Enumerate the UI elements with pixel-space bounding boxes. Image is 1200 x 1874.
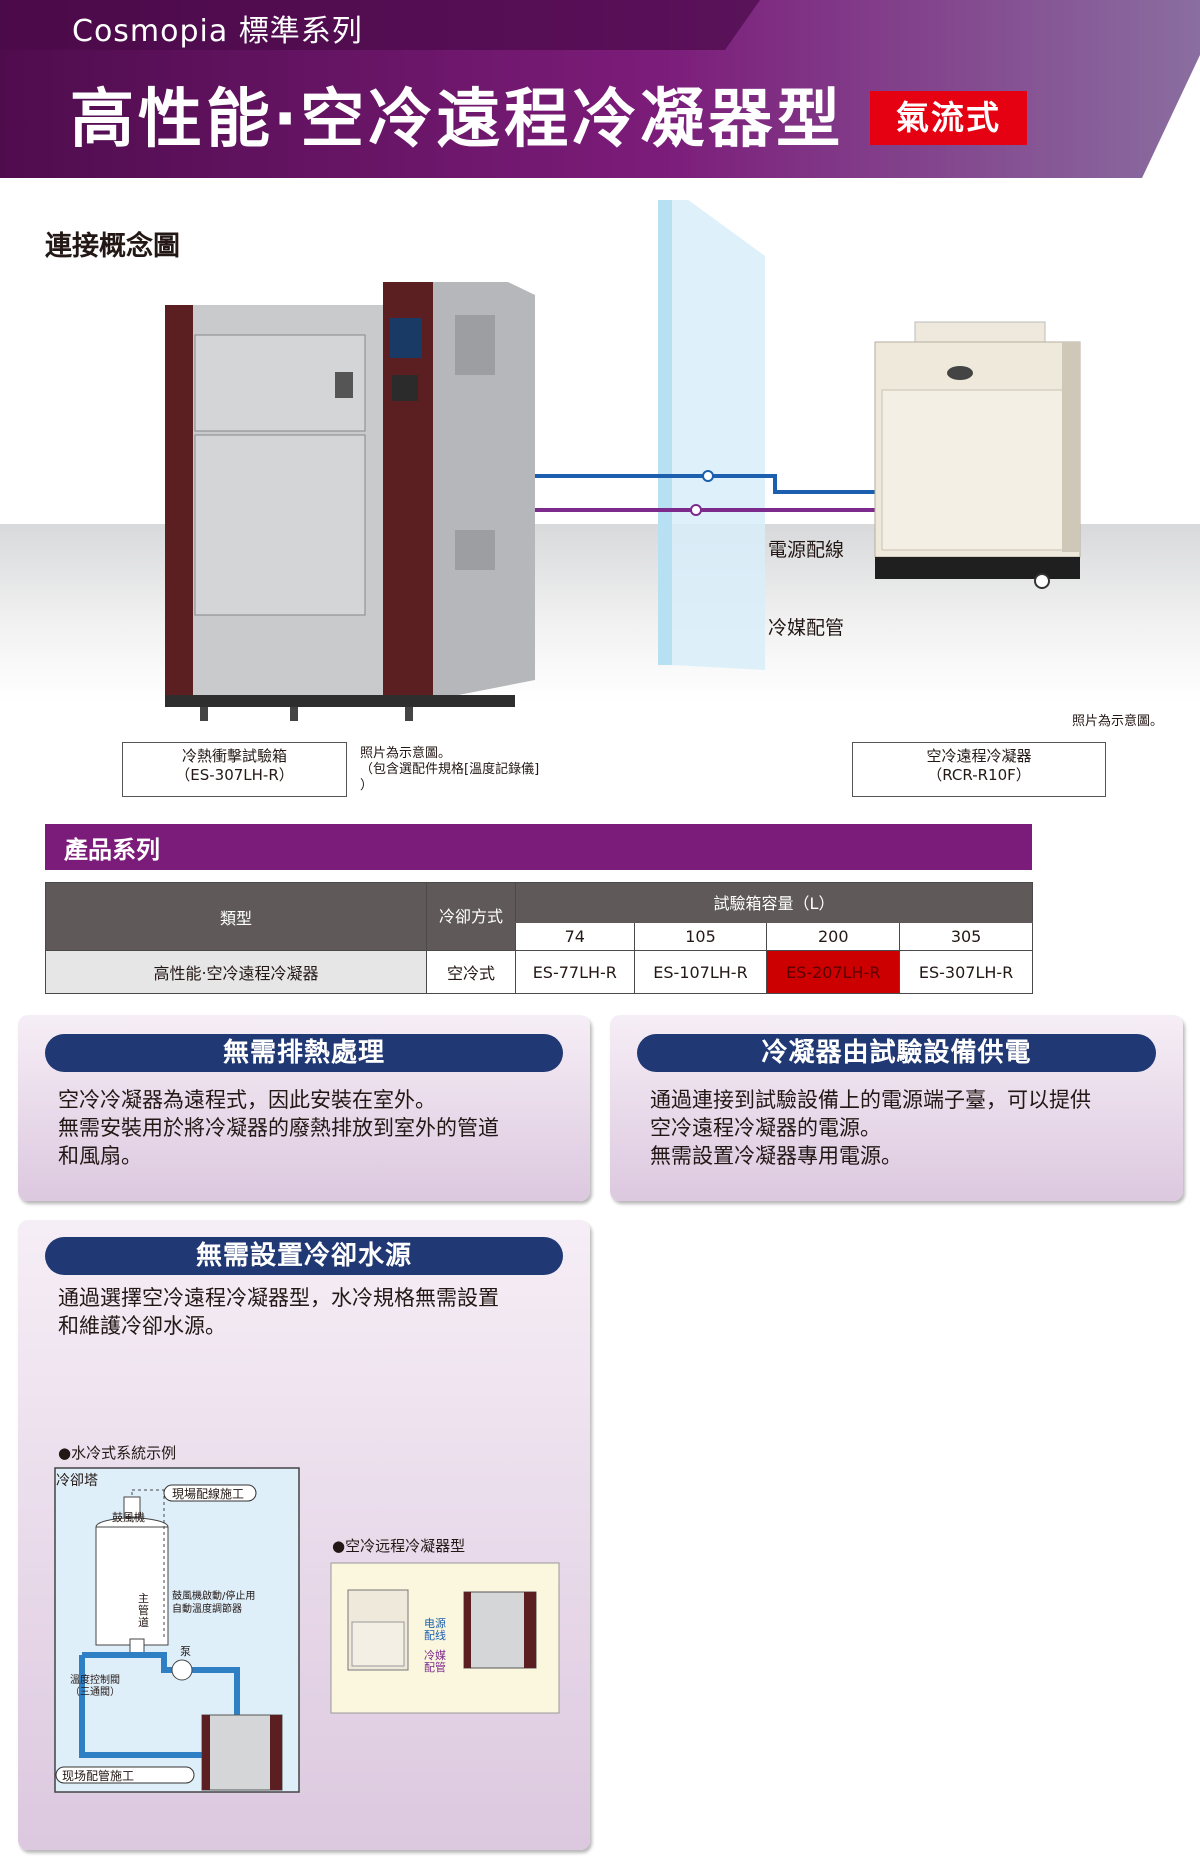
fan-control-line: 鼓風機啟動/停止用	[172, 1591, 256, 1602]
wiring-work-label: 現場配線施工	[172, 1487, 245, 1501]
condenser-label-model: （RCR-R10F）	[927, 766, 1031, 784]
chamber-label-model: （ES-307LH-R）	[175, 766, 294, 784]
feature-text-powered-by-chamber: 通過連接到試驗設備上的電源端子臺，可以提供 空冷遠程冷凝器的電源。 無需設置冷凝…	[650, 1086, 1091, 1170]
row-type: 高性能‧空冷遠程冷凝器	[45, 950, 427, 994]
series-label: Cosmopia 標準系列	[72, 14, 363, 49]
condenser-label-name: 空冷遠程冷凝器	[926, 747, 1032, 765]
valve-line: 溫度控制閥	[70, 1675, 120, 1686]
fan-control-label: 鼓風機啟動/停止用 自動溫度調節器	[172, 1590, 255, 1616]
connection-diagram	[165, 200, 1081, 721]
power-wire-line	[535, 470, 875, 494]
pump-label: 泵	[180, 1645, 191, 1658]
chamber-note-line: （包含選配件規格[溫度記錄儀]	[360, 762, 540, 777]
capacity-105: 105	[633, 921, 768, 951]
air-pipe-label: 冷媒配管	[424, 1649, 446, 1674]
refrigerant-pipe-label: 冷媒配管	[768, 617, 845, 639]
row-cooling: 空冷式	[426, 950, 516, 994]
feature-text-no-water: 通過選擇空冷遠程冷凝器型，水冷規格無需設置 和維護冷卻水源。	[58, 1284, 499, 1340]
piping-work-label: 现场配管施工	[62, 1769, 135, 1783]
water-example-title: ●水冷式系統示例	[58, 1444, 177, 1462]
condenser-label-box: 空冷遠程冷凝器 （RCR-R10F）	[852, 742, 1106, 797]
chamber-note-line: ）	[360, 778, 374, 793]
fan-label: 鼓風機	[112, 1511, 145, 1524]
feature-line: 和風扇。	[58, 1144, 142, 1168]
wall-panel	[658, 200, 765, 670]
power-wire-label: 電源配線	[768, 539, 845, 561]
valve-line: （三通閥）	[70, 1687, 120, 1698]
capacity-305: 305	[899, 921, 1033, 951]
col-type-header: 類型	[45, 882, 427, 951]
model-es-77lh-r: ES-77LH-R	[515, 950, 635, 994]
feature-text-no-exhaust: 空冷冷凝器為遠程式，因此安裝在室外。 無需安裝用於將冷凝器的廢熱排放到室外的管道…	[58, 1086, 499, 1170]
col-capacity-header: 試驗箱容量（L）	[515, 882, 1033, 923]
feature-line: 空冷遠程冷凝器的電源。	[650, 1116, 881, 1140]
page-title: 高性能‧空冷遠程冷凝器型	[70, 83, 845, 157]
feature-line: 無需安裝用於將冷凝器的廢熱排放到室外的管道	[58, 1116, 499, 1140]
air-wire-label: 电源配线	[424, 1617, 446, 1642]
product-series-title: 產品系列	[64, 836, 160, 864]
feature-title-no-water: 無需設置冷卻水源	[45, 1237, 563, 1275]
valve-label: 溫度控制閥 （三通閥）	[70, 1675, 120, 1699]
refrigerant-pipe-line	[535, 504, 875, 516]
feature-line: 通過選擇空冷遠程冷凝器型，水冷規格無需設置	[58, 1286, 499, 1310]
chamber-label-box: 冷熱衝擊試驗箱 （ES-307LH-R）	[122, 742, 347, 797]
water-cooled-diagram: 冷卻塔 現場配線施工 鼓風機 主管道 鼓風機啟動/停止用 自動溫度調節器 泵 溫…	[52, 1465, 302, 1795]
air-diagram-graphic	[330, 1562, 560, 1714]
chamber-photo-note: 照片為示意圖。 （包含選配件規格[溫度記錄儀] ）	[360, 746, 539, 794]
air-example-title: ●空冷远程冷凝器型	[332, 1537, 466, 1555]
product-lineup-table: 類型 冷卻方式 試驗箱容量（L） 74 105 200 305 高性能‧空冷遠程…	[45, 882, 1033, 994]
model-es-107lh-r: ES-107LH-R	[633, 950, 768, 994]
feature-line: 和維護冷卻水源。	[58, 1314, 226, 1338]
cooling-tower-label: 冷卻塔	[56, 1473, 98, 1489]
main-pipe-label: 主管道	[138, 1592, 149, 1629]
model-es-307lh-r: ES-307LH-R	[899, 950, 1033, 994]
feature-line: 無需設置冷凝器專用電源。	[650, 1144, 902, 1168]
product-series-bar	[45, 824, 1032, 870]
condenser-photo-note: 照片為示意圖。	[1072, 714, 1164, 729]
water-diagram-graphic	[54, 1467, 300, 1793]
airflow-badge: 氣流式	[870, 91, 1027, 145]
feature-title-powered-by-chamber: 冷凝器由試驗設備供電	[637, 1034, 1156, 1072]
fan-control-line: 自動溫度調節器	[172, 1604, 242, 1615]
thermal-shock-chamber-image	[165, 282, 535, 721]
feature-line: 通過連接到試驗設備上的電源端子臺，可以提供	[650, 1088, 1091, 1112]
concept-title: 連接概念圖	[45, 231, 180, 262]
capacity-74: 74	[515, 921, 635, 951]
col-cooling-header: 冷卻方式	[426, 882, 516, 951]
chamber-label-name: 冷熱衝擊試驗箱	[181, 747, 287, 765]
capacity-200: 200	[766, 921, 901, 951]
feature-line: 空冷冷凝器為遠程式，因此安裝在室外。	[58, 1088, 436, 1112]
feature-title-no-exhaust: 無需排熱處理	[45, 1034, 563, 1072]
air-cooled-condenser-image	[874, 321, 1081, 589]
air-cooled-diagram: 电源配线 冷媒配管	[330, 1562, 560, 1714]
model-es-207lh-r: ES-207LH-R	[766, 950, 901, 994]
chamber-note-line: 照片為示意圖。	[360, 746, 452, 761]
